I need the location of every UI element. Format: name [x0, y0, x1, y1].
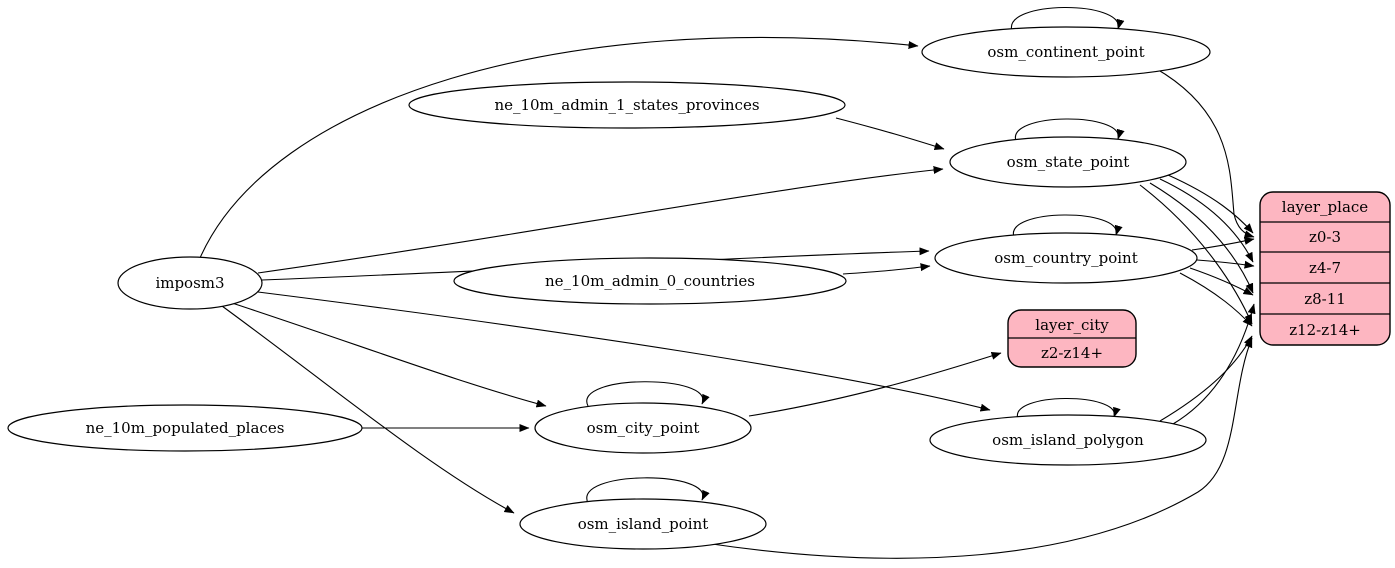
- edge-osm_country_point-layer_place-z4-7: [1196, 259, 1255, 269]
- edge-group-layers: [704, 67, 1256, 559]
- node-osm_island_polygon-shape: [929, 414, 1207, 466]
- node-layer_place: layer_place z0-3 z4-7 z8-11 z12-z14+: [1259, 191, 1391, 346]
- edge-group-ne: [362, 117, 945, 432]
- edge-ne_10m_admin_1_states_provinces-osm_state_point: [835, 117, 945, 151]
- node-ne_10m_admin_1_states_provinces-shape: [408, 81, 846, 129]
- node-layer_place-shape: [1259, 191, 1391, 346]
- edge-osm_continent_point-layer_place-z0-3: [1154, 67, 1255, 239]
- node-imposm3-label: imposm3: [155, 274, 224, 292]
- node-ne_10m_admin_1_states_provinces: ne_10m_admin_1_states_provinces: [408, 81, 846, 129]
- node-osm_country_point-label: osm_country_point: [994, 249, 1138, 267]
- node-imposm3: imposm3: [117, 256, 263, 310]
- node-ne_10m_populated_places-shape: [7, 404, 363, 452]
- node-osm_state_point: osm_state_point: [949, 136, 1187, 188]
- node-osm_continent_point-shape: [921, 26, 1211, 78]
- node-osm_continent_point: osm_continent_point: [921, 26, 1211, 78]
- node-ne_10m_populated_places-label: ne_10m_populated_places: [86, 419, 285, 437]
- edge-osm_country_point-layer_place-z8-11: [1189, 267, 1254, 296]
- edge-osm_country_point-layer_place-z0-3: [1191, 237, 1255, 251]
- self-loop-osm_island_point: [586, 477, 710, 504]
- edge-osm_island_point-layer_place-z12-z14: [704, 337, 1253, 559]
- node-layer_city-title: layer_city: [1035, 316, 1109, 334]
- node-layer_place-title: layer_place: [1282, 198, 1369, 216]
- edge-osm_state_point-layer_place-z0-3: [1167, 174, 1254, 234]
- node-ne_10m_admin_0_countries-label: ne_10m_admin_0_countries: [545, 272, 755, 290]
- self-loop-osm_island_polygon: [1017, 397, 1121, 420]
- node-osm_city_point: osm_city_point: [534, 402, 752, 454]
- node-osm_island_point-shape: [519, 498, 767, 550]
- node-ne_10m_populated_places: ne_10m_populated_places: [7, 404, 363, 452]
- node-layer_city: layer_city z2-z14+: [1007, 309, 1137, 368]
- node-layer_place-row-z4-7: z4-7: [1309, 259, 1341, 277]
- node-osm_city_point-shape: [534, 402, 752, 454]
- edge-imposm3-osm_island_point: [221, 305, 515, 514]
- node-layer_place-row-z8-11: z8-11: [1304, 290, 1346, 308]
- node-ne_10m_admin_0_countries: ne_10m_admin_0_countries: [453, 257, 847, 305]
- node-imposm3-shape: [117, 256, 263, 310]
- self-loop-group: [586, 6, 1125, 504]
- node-osm_island_point-label: osm_island_point: [578, 515, 709, 533]
- node-ne_10m_admin_1_states_provinces-label: ne_10m_admin_1_states_provinces: [494, 96, 759, 114]
- edge-imposm3-osm_state_point: [257, 166, 944, 274]
- node-osm_island_point: osm_island_point: [519, 498, 767, 550]
- node-layer_place-row-z12-z14: z12-z14+: [1289, 321, 1361, 339]
- edge-imposm3-osm_city_point: [231, 302, 547, 408]
- node-layer_place-row-z0-3: z0-3: [1309, 228, 1341, 246]
- edge-imposm3-osm_continent_point: [199, 36, 919, 259]
- node-osm_country_point: osm_country_point: [934, 232, 1198, 284]
- edge-osm_city_point-layer_city-z2-z14: [748, 352, 1002, 417]
- node-osm_island_polygon-label: osm_island_polygon: [992, 431, 1144, 449]
- node-ne_10m_admin_0_countries-shape: [453, 257, 847, 305]
- self-loop-osm_country_point: [1013, 214, 1123, 238]
- node-osm_state_point-label: osm_state_point: [1007, 153, 1130, 171]
- self-loop-osm_continent_point: [1011, 6, 1125, 32]
- node-layer_city-row-z2-z14: z2-z14+: [1041, 344, 1103, 362]
- node-osm_island_polygon: osm_island_polygon: [929, 414, 1207, 466]
- edge-imposm3-osm_island_polygon: [257, 291, 991, 412]
- edge-osm_island_polygon-layer_place-z8-11: [1172, 303, 1256, 425]
- self-loop-osm_city_point: [586, 381, 710, 407]
- node-osm_continent_point-label: osm_continent_point: [987, 43, 1144, 61]
- node-osm_city_point-label: osm_city_point: [587, 419, 700, 437]
- node-osm_state_point-shape: [949, 136, 1187, 188]
- node-osm_country_point-shape: [934, 232, 1198, 284]
- edge-osm_state_point-layer_place-z8-11: [1149, 182, 1254, 294]
- self-loop-osm_state_point: [1015, 118, 1125, 142]
- edge-osm_state_point-layer_place-z4-7: [1159, 178, 1254, 263]
- edge-osm_country_point-layer_place-z12-z14: [1179, 272, 1253, 327]
- edge-ne_10m_admin_0_countries-osm_country_point: [842, 263, 931, 275]
